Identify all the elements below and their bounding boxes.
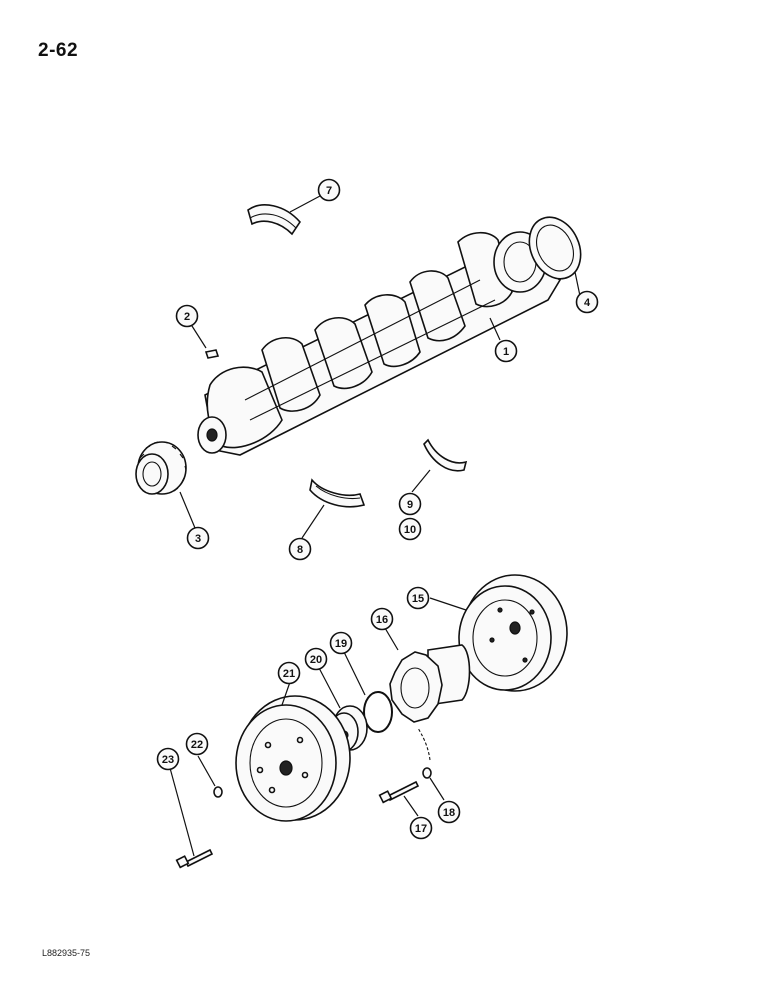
callout-15: 15 bbox=[406, 586, 430, 610]
page-number: 2-62 bbox=[38, 40, 79, 61]
callout-22: 22 bbox=[185, 732, 209, 756]
callout-17: 17 bbox=[409, 816, 433, 840]
leader-lines bbox=[169, 195, 581, 857]
svg-text:23: 23 bbox=[162, 754, 174, 766]
callout-21: 21 bbox=[277, 661, 301, 685]
svg-text:7: 7 bbox=[326, 185, 332, 197]
svg-text:18: 18 bbox=[443, 807, 455, 819]
vibration-damper bbox=[458, 574, 568, 692]
svg-text:17: 17 bbox=[415, 823, 427, 835]
svg-text:15: 15 bbox=[412, 593, 424, 605]
svg-text:2: 2 bbox=[184, 311, 190, 323]
bolt-23 bbox=[175, 848, 214, 869]
callout-4: 4 bbox=[575, 290, 599, 314]
pulley-hub bbox=[389, 644, 471, 723]
svg-text:9: 9 bbox=[407, 499, 413, 511]
callout-3: 3 bbox=[186, 526, 210, 550]
svg-text:20: 20 bbox=[310, 654, 322, 666]
callout-7: 7 bbox=[317, 178, 341, 202]
callout-2: 2 bbox=[175, 304, 199, 328]
svg-text:21: 21 bbox=[283, 668, 295, 680]
crank-pulley bbox=[235, 695, 351, 822]
callout-19: 19 bbox=[329, 631, 353, 655]
svg-text:8: 8 bbox=[297, 544, 303, 556]
washer-18 bbox=[417, 727, 432, 779]
o-ring bbox=[363, 691, 393, 733]
svg-text:22: 22 bbox=[191, 739, 203, 751]
woodruff-key bbox=[204, 349, 220, 359]
callout-1: 1 bbox=[494, 339, 518, 363]
callout-8: 8 bbox=[288, 537, 312, 561]
bolt-17 bbox=[378, 780, 420, 804]
svg-text:19: 19 bbox=[335, 638, 347, 650]
svg-text:10: 10 bbox=[404, 524, 416, 536]
thrust-washer bbox=[423, 438, 468, 472]
lower-bearing-shell bbox=[309, 478, 366, 508]
callout-9: 9 bbox=[398, 492, 422, 516]
reference-code: L882935-75 bbox=[42, 948, 91, 958]
rear-seal bbox=[528, 216, 582, 280]
callout-20: 20 bbox=[304, 647, 328, 671]
svg-text:16: 16 bbox=[376, 614, 388, 626]
svg-text:1: 1 bbox=[503, 346, 509, 358]
crank-gear bbox=[135, 441, 187, 495]
upper-bearing-shell bbox=[247, 204, 302, 236]
svg-text:4: 4 bbox=[584, 297, 591, 309]
callout-23: 23 bbox=[156, 747, 180, 771]
callout-16: 16 bbox=[370, 607, 394, 631]
svg-text:3: 3 bbox=[195, 533, 201, 545]
callout-18: 18 bbox=[437, 800, 461, 824]
washer-22 bbox=[213, 786, 223, 798]
callout-10: 10 bbox=[398, 517, 422, 541]
